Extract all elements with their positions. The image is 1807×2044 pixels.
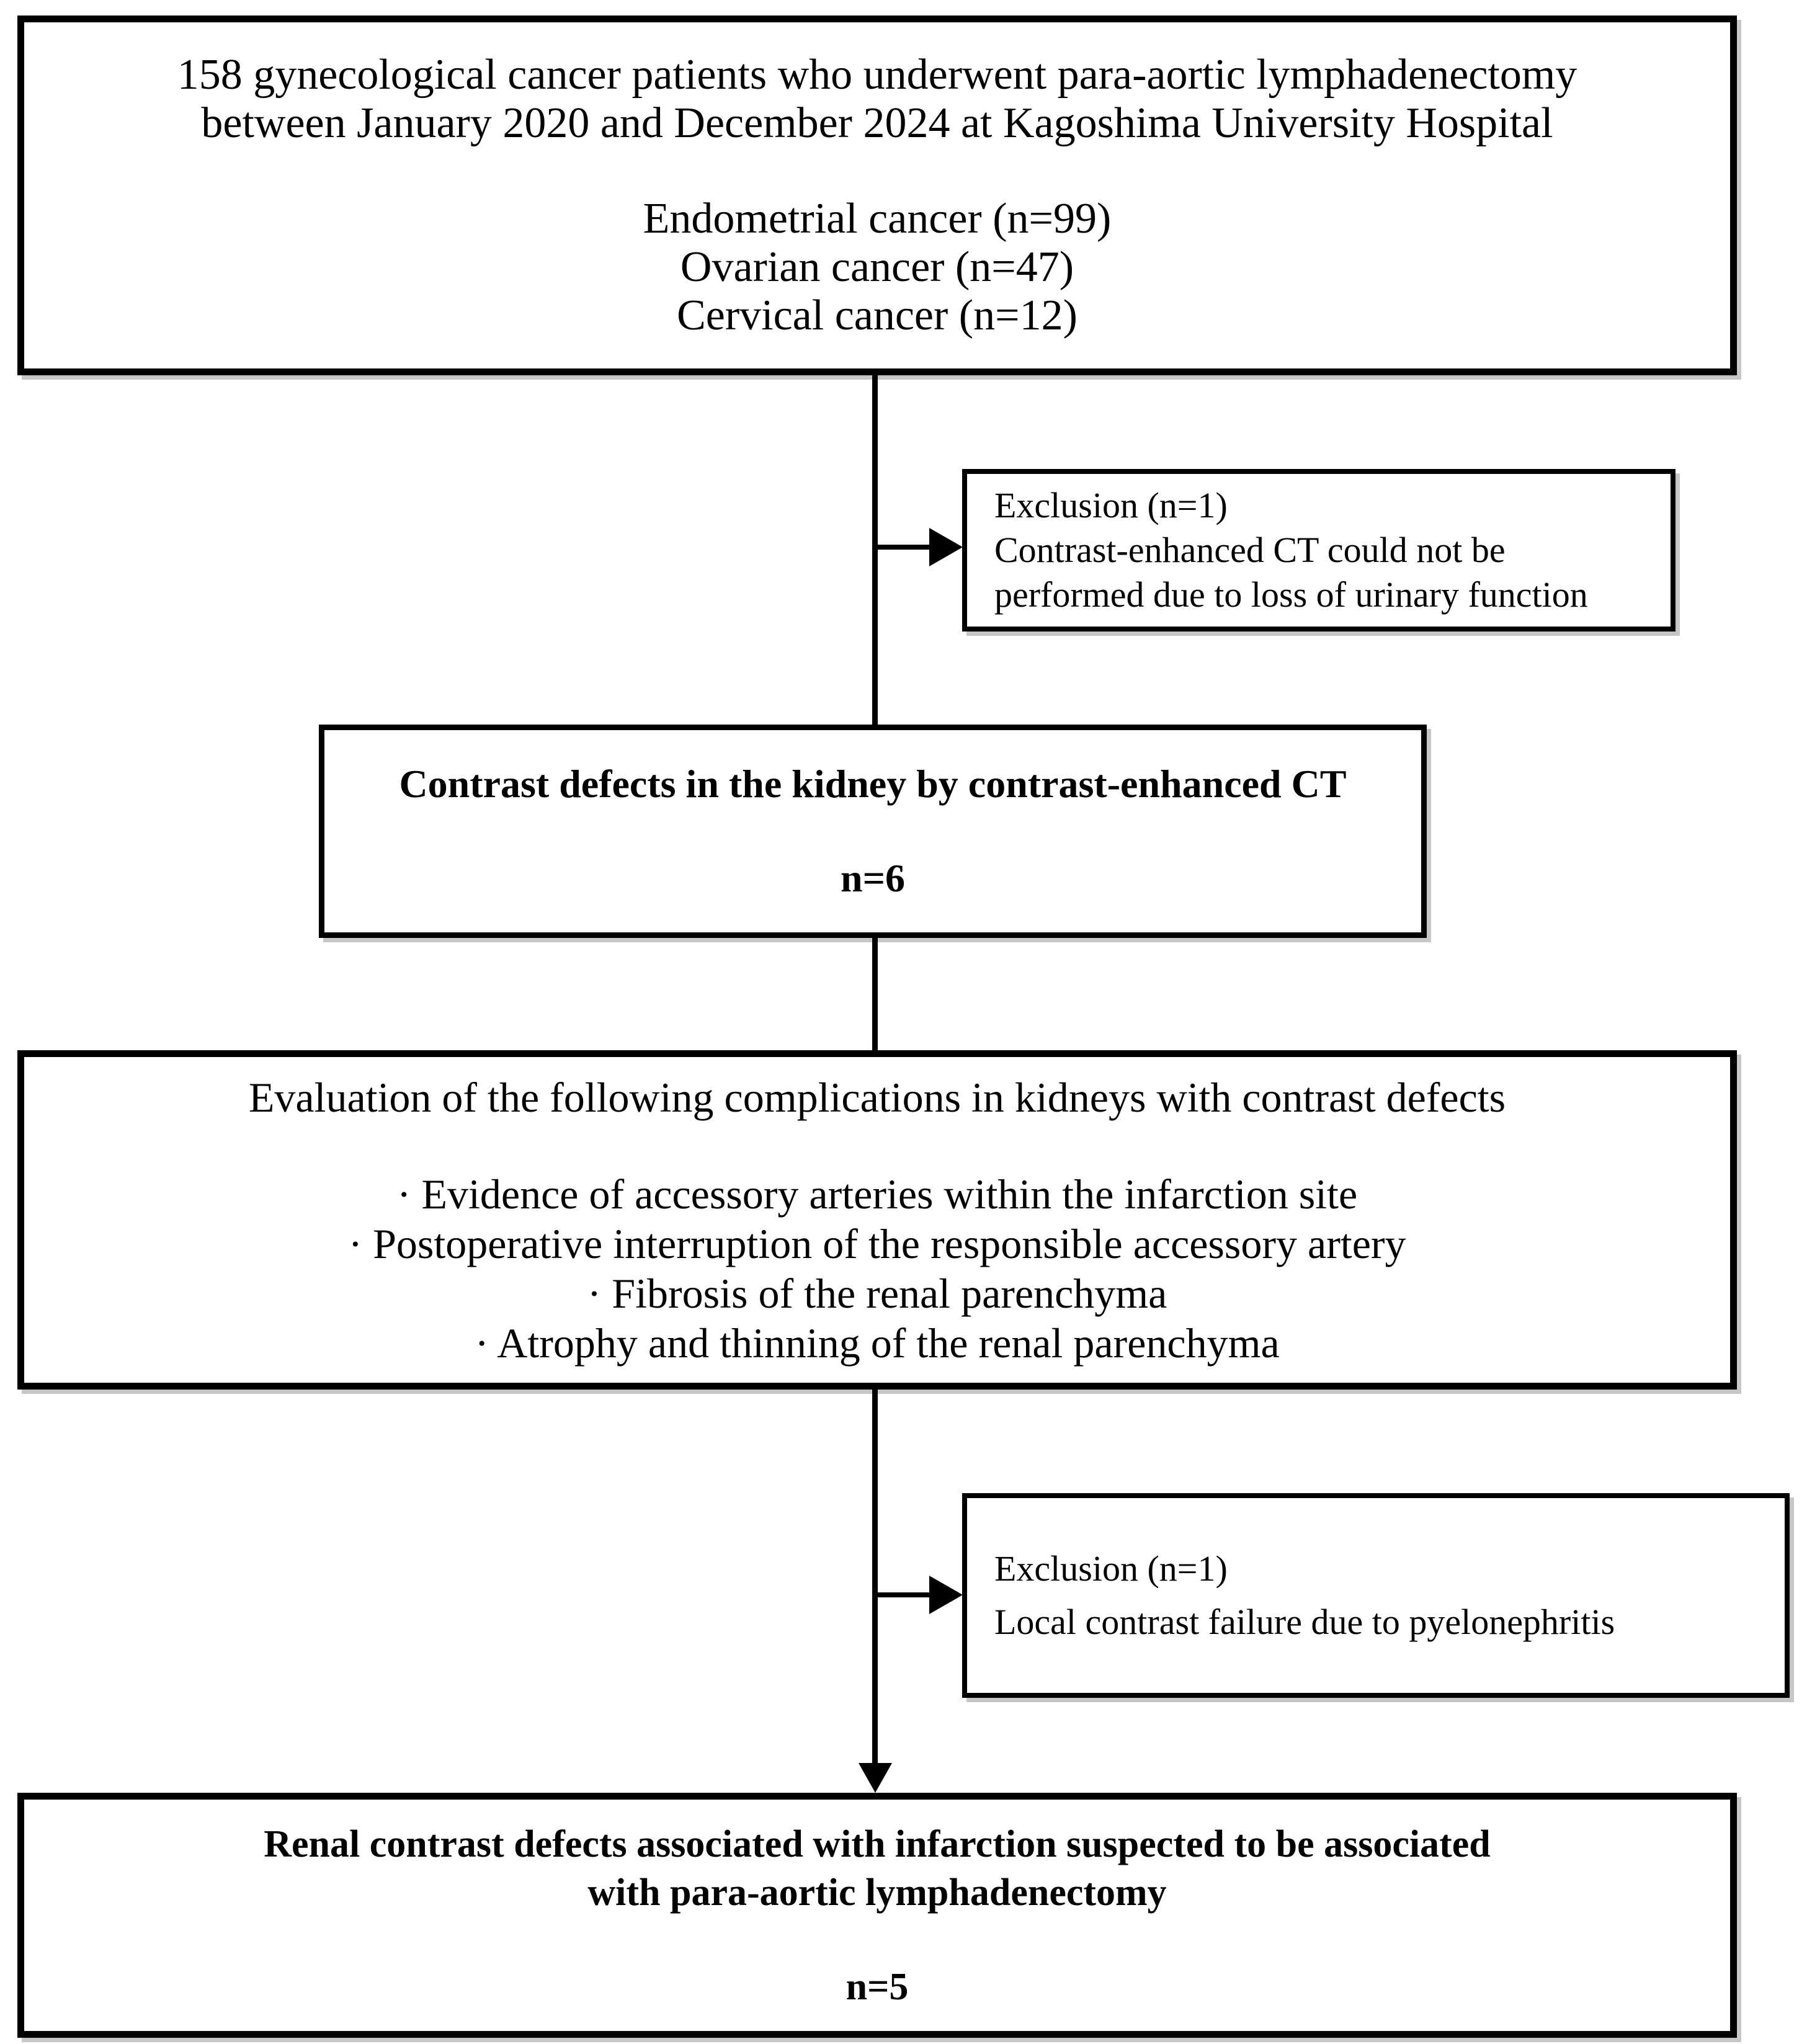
arrow-right-icon bbox=[929, 528, 963, 566]
contrast-defects-count: n=6 bbox=[840, 856, 906, 900]
outcome-count: n=5 bbox=[845, 1965, 909, 2008]
connector-contrast-to-evaluation bbox=[872, 938, 878, 1050]
evaluation-bullet-interruption: · Postoperative interruption of the resp… bbox=[348, 1220, 1406, 1267]
evaluation-bullet-atrophy: · Atrophy and thinning of the renal pare… bbox=[475, 1319, 1280, 1367]
evaluation-bullet-accessory-arteries: · Evidence of accessory arteries within … bbox=[396, 1170, 1358, 1218]
outcome-box: Renal contrast defects associated with i… bbox=[17, 1793, 1737, 2038]
outcome-title-line-1: Renal contrast defects associated with i… bbox=[264, 1823, 1491, 1865]
exclusion-box-2: Exclusion (n=1) Local contrast failure d… bbox=[962, 1493, 1790, 1698]
connector-evaluation-to-outcome bbox=[872, 1390, 878, 1764]
exclusion-2-title: Exclusion (n=1) bbox=[994, 1548, 1228, 1589]
evaluation-bullet-fibrosis: · Fibrosis of the renal parenchyma bbox=[587, 1269, 1167, 1317]
evaluation-box: Evaluation of the following complication… bbox=[17, 1050, 1737, 1390]
exclusion-1-title: Exclusion (n=1) bbox=[994, 485, 1228, 525]
outcome-title-line-2: with para-aortic lymphadenectomy bbox=[587, 1871, 1167, 1914]
branch-to-exclusion-2 bbox=[875, 1592, 930, 1597]
exclusion-2-detail-line-1: Local contrast failure due to pyelonephr… bbox=[994, 1602, 1615, 1642]
cohort-header-line-1: 158 gynecological cancer patients who un… bbox=[177, 51, 1577, 99]
connector-cohort-to-contrast bbox=[872, 375, 878, 725]
evaluation-title: Evaluation of the following complication… bbox=[248, 1073, 1506, 1121]
contrast-defects-title: Contrast defects in the kidney by contra… bbox=[399, 762, 1347, 806]
cohort-cervical-line: Cervical cancer (n=12) bbox=[677, 292, 1078, 339]
cohort-header-line-2: between January 2020 and December 2024 a… bbox=[201, 99, 1553, 147]
cohort-ovarian-line: Ovarian cancer (n=47) bbox=[680, 243, 1074, 291]
exclusion-1-detail-line-1: Contrast-enhanced CT could not be bbox=[994, 530, 1506, 570]
arrow-down-icon bbox=[859, 1763, 892, 1793]
arrow-right-icon bbox=[929, 1576, 963, 1614]
contrast-defects-box: Contrast defects in the kidney by contra… bbox=[319, 725, 1427, 938]
branch-to-exclusion-1 bbox=[875, 545, 930, 550]
cohort-endometrial-line: Endometrial cancer (n=99) bbox=[643, 195, 1112, 243]
exclusion-1-detail-line-2: performed due to loss of urinary functio… bbox=[994, 574, 1588, 615]
cohort-box: 158 gynecological cancer patients who un… bbox=[17, 16, 1737, 375]
exclusion-box-1: Exclusion (n=1) Contrast-enhanced CT cou… bbox=[962, 469, 1675, 631]
